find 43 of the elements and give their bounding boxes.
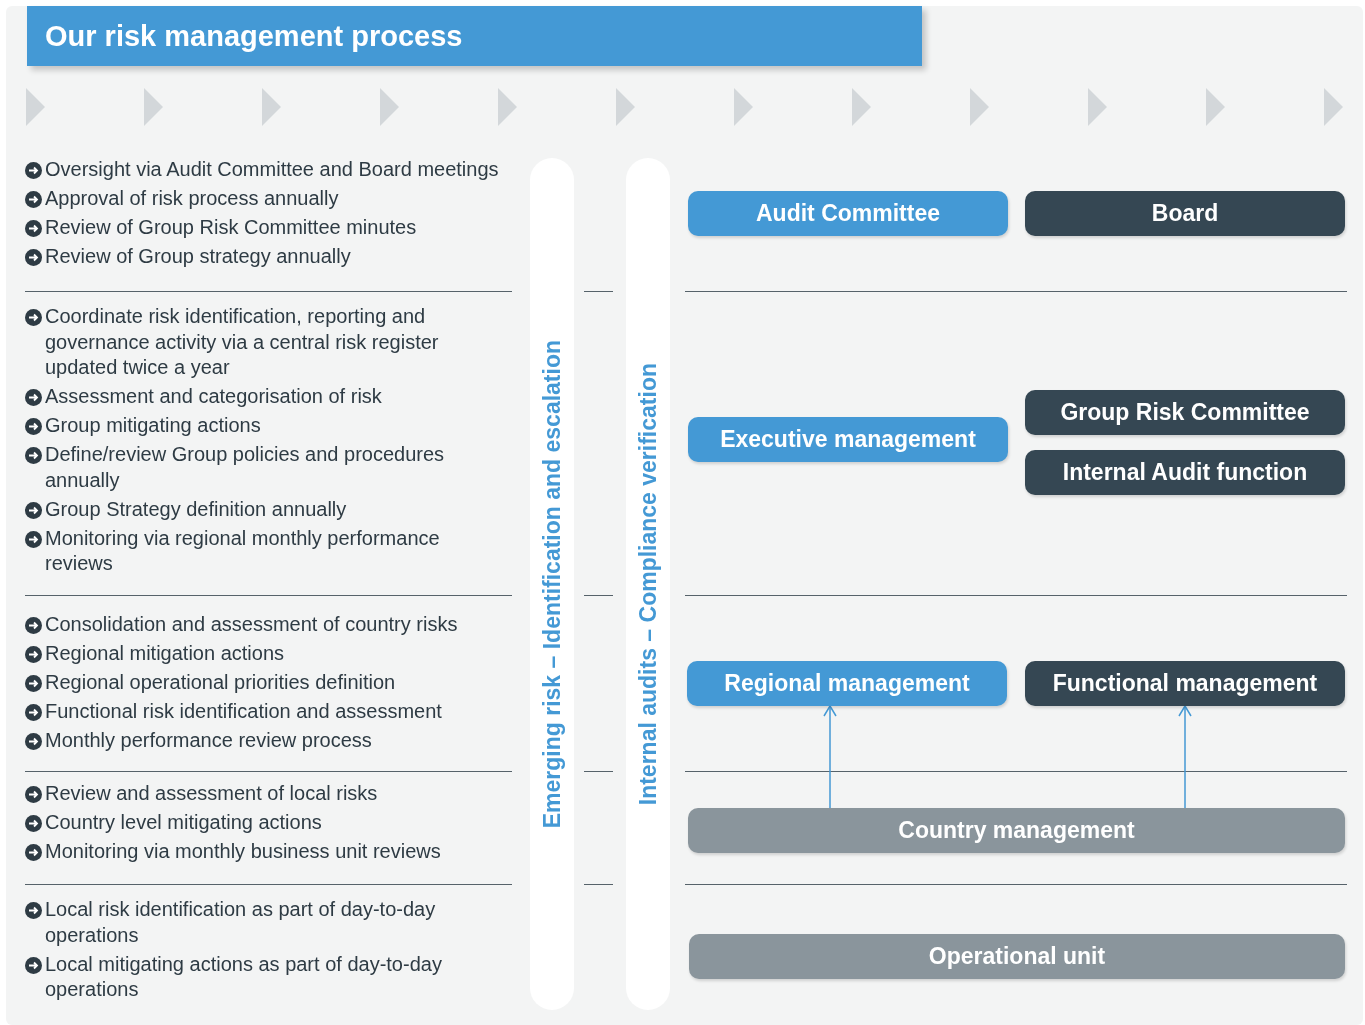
bullet-text: Local mitigating actions as part of day-to-day operations [45, 951, 443, 1002]
arrow [823, 705, 837, 809]
bullet-text: Assessment and categorisation of risk [45, 384, 382, 409]
bullet-text: Country level mitigating actions [45, 810, 322, 835]
bullet-text: Coordinate risk identification, reporting and governance activity via a central risk register updated twice a year [45, 304, 440, 380]
bullet-text: Local risk identification as part of day-to-day operations [45, 897, 437, 948]
role-box [688, 417, 1008, 462]
bullet-text: Approval of risk process annually [45, 186, 339, 211]
bullet-text: Group mitigating actions [45, 413, 261, 438]
role-box [1025, 661, 1345, 706]
bullet-text: Consolidation and assessment of country risks [45, 612, 458, 637]
bullet-text: Functional risk identification and assessment [45, 699, 442, 724]
bullet-text: Monitoring via monthly business unit reviews [45, 839, 441, 864]
bullet-text: Define/review Group policies and procedures annually [45, 442, 446, 493]
band-label: Internal audits – Compliance verification [634, 362, 662, 806]
bullet-text: Review and assessment of local risks [45, 781, 378, 806]
bullet-text: Regional mitigation actions [45, 641, 285, 666]
bullet-text: Review of Group strategy annually [45, 244, 351, 269]
bullet-text: Group Strategy definition annually [45, 496, 347, 522]
bullet-text: Oversight via Audit Committee and Board meetings [45, 157, 499, 182]
role-label: Executive management [720, 426, 976, 453]
arrow [1178, 705, 1192, 809]
role-label: Group Risk Committee [1060, 399, 1310, 426]
role-label: Internal Audit function [1062, 459, 1308, 486]
role-label: Board [1151, 200, 1219, 227]
role-box [688, 191, 1008, 236]
bullet-text: Review of Group Risk Committee minutes [45, 215, 417, 240]
role-box [688, 808, 1345, 853]
bullet-text: Monthly performance review process [45, 728, 372, 753]
role-label: Country management [898, 817, 1135, 844]
role-box [1025, 390, 1345, 435]
role-label: Audit Committee [756, 200, 940, 227]
role-label: Operational unit [928, 943, 1106, 970]
bullet-text: Monitoring via regional monthly performance reviews [45, 525, 441, 576]
role-box [1025, 450, 1345, 495]
role-box [689, 934, 1345, 979]
role-box [1025, 191, 1345, 236]
bullet-text: Regional operational priorities definition [45, 670, 396, 695]
role-label: Functional management [1052, 670, 1318, 697]
band-label: Emerging risk – Identification and escalation [538, 339, 566, 829]
role-box [687, 661, 1007, 706]
title: Our risk management process [45, 19, 463, 53]
role-label: Regional management [724, 670, 970, 697]
